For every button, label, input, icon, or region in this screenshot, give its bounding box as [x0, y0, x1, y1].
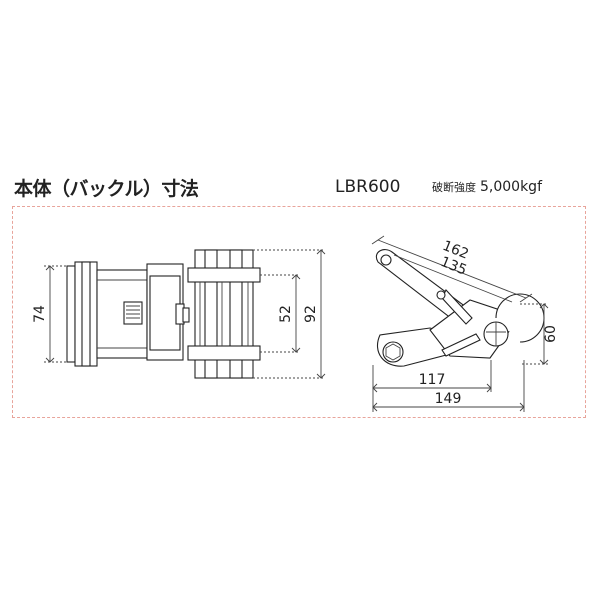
dim-height-outer: 74: [32, 305, 48, 323]
dim-height-total: 92: [303, 305, 319, 323]
page-title: 本体（バックル）寸法: [14, 178, 199, 200]
buckle-front-view: [44, 249, 326, 379]
breaking-strength-label: 破断強度: [432, 181, 476, 194]
dim-width-149: 149: [435, 391, 462, 407]
dim-height-inner: 52: [278, 305, 294, 323]
dim-width-117: 117: [419, 372, 446, 388]
model-number: LBR600: [335, 177, 401, 197]
drawing-frame: [12, 206, 586, 418]
buckle-side-view: [371, 235, 549, 412]
breaking-strength-value: 5,000kgf: [480, 179, 543, 195]
breaking-strength: 破断強度 5,000kgf: [432, 179, 542, 195]
dim-height-60: 60: [543, 325, 559, 343]
